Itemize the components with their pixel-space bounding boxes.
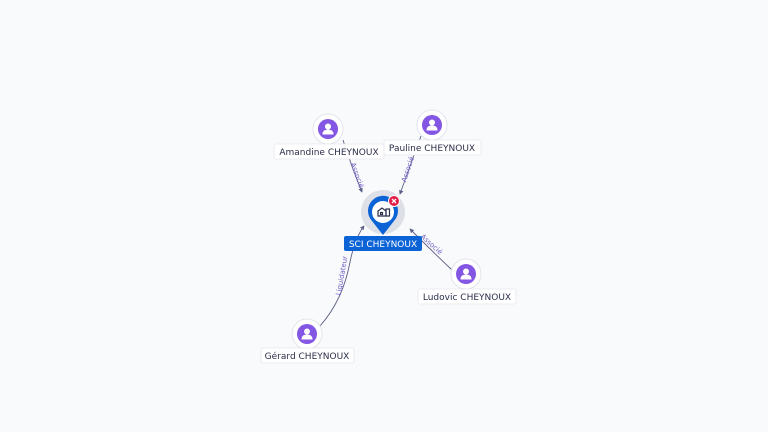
edge-label-amandine: Associé (349, 162, 366, 190)
person-icon (426, 119, 438, 131)
company-label[interactable]: SCI CHEYNOUX (349, 240, 417, 250)
person-node-amandine[interactable] (312, 113, 344, 145)
person-node-pauline[interactable] (416, 109, 448, 141)
person-node-ludovic[interactable] (450, 258, 482, 290)
edge-ludovic (409, 228, 453, 271)
edge-label-ludovic: Associé (419, 233, 444, 257)
company-node[interactable] (361, 190, 405, 235)
edge-label-pauline: Associé (400, 156, 416, 184)
person-icon (322, 123, 334, 135)
building-icon (377, 207, 391, 217)
person-label-amandine[interactable]: Amandine CHEYNOUX (279, 148, 378, 158)
edge-gerard (319, 225, 365, 327)
person-icon (301, 328, 313, 340)
person-icon (460, 268, 472, 280)
person-label-box-gerard (260, 347, 355, 364)
person-node-gerard[interactable] (291, 318, 323, 350)
person-label-box-ludovic (417, 288, 517, 305)
person-label-ludovic[interactable]: Ludovic CHEYNOUX (423, 293, 511, 303)
close-icon[interactable] (388, 195, 400, 207)
person-label-box-pauline (383, 139, 482, 156)
person-label-gerard[interactable]: Gérard CHEYNOUX (265, 351, 350, 362)
person-label-pauline[interactable]: Pauline CHEYNOUX (389, 144, 475, 154)
company-label-box (344, 236, 422, 251)
